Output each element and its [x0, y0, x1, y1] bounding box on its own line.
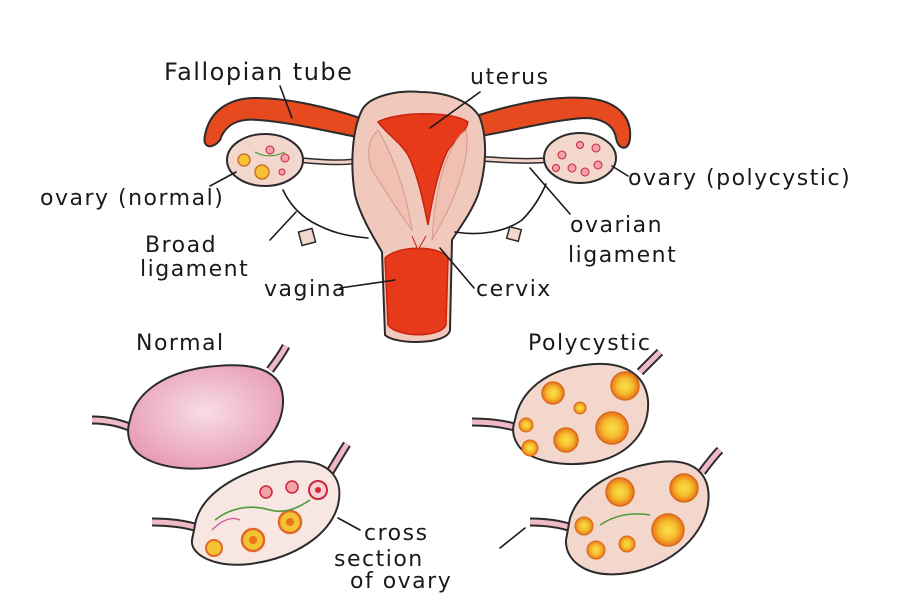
left-fallopian-tube [203, 97, 363, 148]
label-broad-2: ligament [140, 257, 249, 282]
label-normal: Normal [136, 331, 225, 356]
label-cross: cross [364, 521, 429, 546]
polycystic-ovary-cross-section [529, 446, 724, 576]
pointer-cross-section-left [337, 517, 361, 531]
label-of-ovary: of ovary [350, 569, 452, 594]
label-ovarian-2: ligament [568, 243, 677, 268]
label-polycystic: Polycystic [528, 331, 652, 356]
pointer-broad-ligament [269, 211, 297, 241]
broad-ligament-right [454, 183, 547, 235]
pointer-uterus [429, 91, 481, 129]
label-ovary-polycystic: ovary (polycystic) [628, 166, 851, 191]
ovary-polycystic-top [543, 132, 617, 184]
label-vagina: vagina [264, 277, 347, 302]
broad-ligament-left [282, 189, 369, 239]
label-ovarian-1: ovarian [570, 213, 663, 238]
ovary-normal-top [226, 133, 304, 187]
pointer-fallopian-tube [279, 85, 293, 119]
pointer-vagina [339, 279, 396, 289]
pointer-ovarian-ligament [529, 167, 571, 215]
pointer-ovary-polycystic [611, 165, 629, 177]
label-broad-1: Broad [145, 233, 217, 258]
pointer-cervix [439, 247, 475, 289]
polycystic-ovary-exterior [471, 348, 664, 465]
label-uterus: uterus [470, 65, 550, 90]
label-fallopian-tube: Fallopian tube [164, 58, 353, 86]
uterine-cavity [376, 113, 469, 226]
right-fallopian-tube [467, 96, 632, 149]
label-section: section [334, 547, 424, 572]
pointer-ovary-normal [209, 171, 237, 187]
normal-ovary-cross-section [151, 441, 351, 566]
normal-ovary-exterior [91, 343, 291, 470]
uterus-illustration [203, 90, 632, 343]
label-cervix: cervix [476, 277, 552, 302]
vagina-canal [384, 247, 449, 336]
label-ovary-normal: ovary (normal) [40, 186, 224, 211]
pointer-cross-section-right [499, 527, 526, 549]
